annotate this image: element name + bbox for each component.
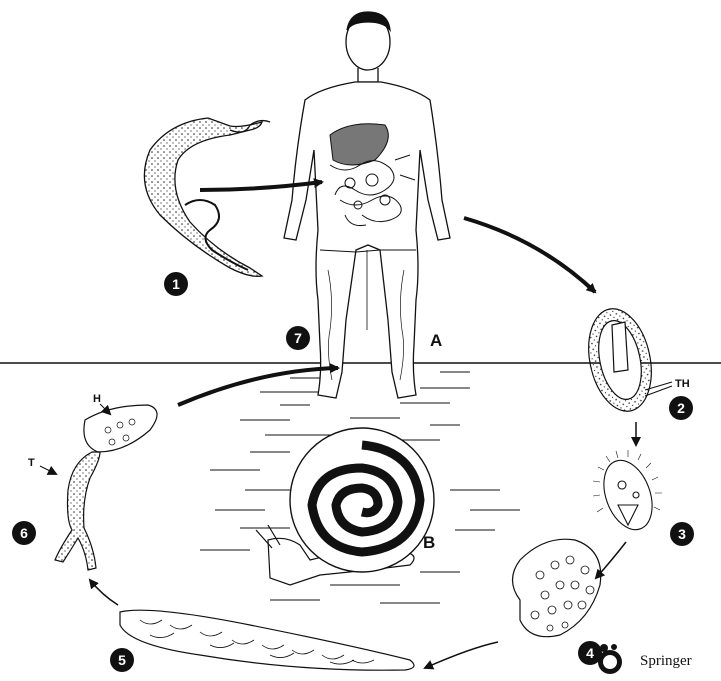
miracidium	[593, 450, 662, 536]
cercaria	[55, 405, 157, 570]
egg-thorn-label: TH	[675, 378, 690, 390]
stage-5-badge: 5	[110, 648, 134, 672]
stage-3-badge: 3	[670, 522, 694, 546]
stage-7-badge: 7	[286, 326, 310, 350]
stage-6-badge: 6	[12, 521, 36, 545]
publisher-name: Springer	[640, 653, 692, 670]
host-label: A	[430, 331, 442, 351]
stage-1-badge: 1	[164, 272, 188, 296]
tail-label: T	[28, 457, 35, 469]
head-label: H	[93, 393, 101, 405]
egg	[580, 303, 672, 417]
adult-worm-pair	[144, 118, 270, 276]
sporocyst	[513, 539, 601, 637]
stage-2-badge: 2	[669, 396, 693, 420]
snail-label: B	[423, 533, 435, 553]
springer-logo-icon	[590, 640, 630, 680]
daughter-sporocyst	[120, 610, 414, 670]
